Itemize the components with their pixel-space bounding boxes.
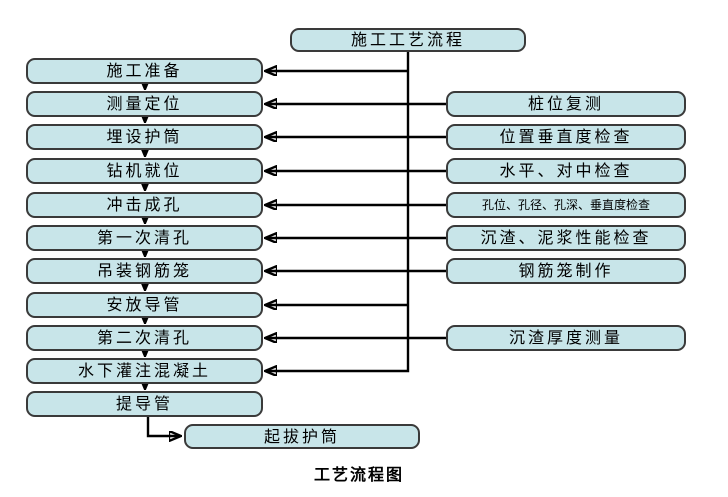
flow-step-rig-in-place: 钻机就位 xyxy=(26,158,263,184)
check-box-label: 桩位复测 xyxy=(527,94,604,113)
flow-step-label: 测量定位 xyxy=(106,94,183,113)
flow-step-rebar-cage-hoisting: 吊装钢筋笼 xyxy=(26,258,263,284)
flow-step-label: 第一次清孔 xyxy=(96,228,192,247)
check-box-level-centering: 水平、对中检查 xyxy=(446,158,686,184)
check-box-hole-dimensions: 孔位、孔径、孔深、垂直度检查 xyxy=(446,192,686,218)
check-box-label: 水平、对中检查 xyxy=(499,161,633,180)
flow-step-tremie-placement: 安放导管 xyxy=(26,292,263,318)
flow-step-label: 起拔护筒 xyxy=(263,426,340,446)
flow-step-label: 施工准备 xyxy=(106,61,183,80)
flow-step-label: 钻机就位 xyxy=(106,161,183,180)
check-box-sediment-slurry: 沉渣、泥浆性能检查 xyxy=(446,225,686,251)
flow-step-label: 第二次清孔 xyxy=(96,328,192,347)
diagram-caption: 工艺流程图 xyxy=(314,465,405,484)
flow-step-label: 安放导管 xyxy=(106,295,183,314)
flow-step-label: 提导管 xyxy=(115,394,173,413)
flow-step-label: 吊装钢筋笼 xyxy=(96,261,192,280)
flow-step-impact-drilling: 冲击成孔 xyxy=(26,192,263,218)
check-box-position-verticality: 位置垂直度检查 xyxy=(446,124,686,150)
check-box-label: 钢筋笼制作 xyxy=(518,261,614,280)
connector-trunk xyxy=(266,52,410,371)
check-box-rebar-cage-fabrication: 钢筋笼制作 xyxy=(446,258,686,284)
title-box: 施工工艺流程 xyxy=(290,28,526,52)
check-box-label: 沉渣厚度测量 xyxy=(508,328,623,347)
check-box-label: 沉渣、泥浆性能检查 xyxy=(480,228,652,247)
check-box-label: 孔位、孔径、孔深、垂直度检查 xyxy=(481,198,650,212)
check-box-label: 位置垂直度检查 xyxy=(499,127,633,146)
flow-step-label: 冲击成孔 xyxy=(106,195,183,214)
flow-step-survey-positioning: 测量定位 xyxy=(26,91,263,117)
connector-elbow-final xyxy=(146,417,180,436)
flow-step-first-hole-cleaning: 第一次清孔 xyxy=(26,225,263,251)
flow-step-underwater-concrete: 水下灌注混凝土 xyxy=(26,358,263,384)
flow-step-label: 水下灌注混凝土 xyxy=(77,361,211,380)
check-box-pile-position-recheck: 桩位复测 xyxy=(446,91,686,117)
flow-step-second-hole-cleaning: 第二次清孔 xyxy=(26,325,263,351)
flow-step-casing-embedding: 埋设护筒 xyxy=(26,124,263,150)
flow-step-preparation: 施工准备 xyxy=(26,58,263,84)
check-box-sediment-thickness: 沉渣厚度测量 xyxy=(446,325,686,351)
flow-step-label: 埋设护筒 xyxy=(106,127,183,146)
title-label: 施工工艺流程 xyxy=(350,30,465,49)
flow-step-pull-casing: 起拔护筒 xyxy=(184,424,420,449)
flow-step-lift-tremie: 提导管 xyxy=(26,391,263,417)
